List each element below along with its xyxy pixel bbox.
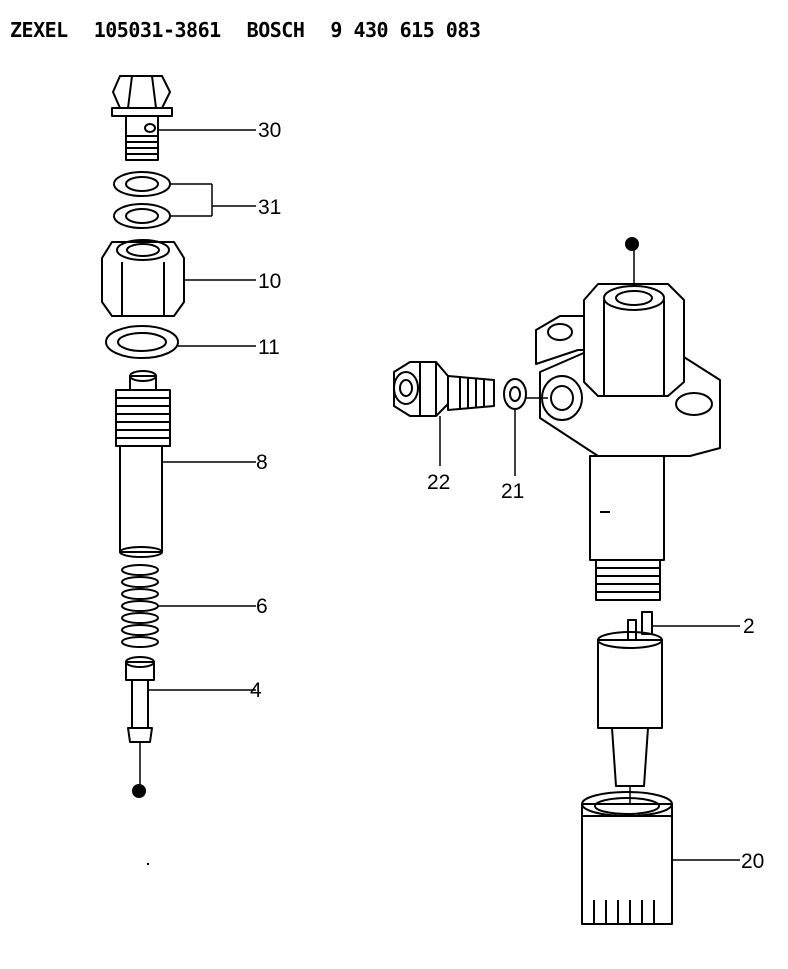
part-6-spring [121,564,159,648]
stray-dot [146,862,150,866]
maker-bosch: BOSCH [246,18,305,42]
reference-dot-top [625,237,639,251]
callout-6: 6 [256,595,268,618]
callout-22: 22 [427,471,450,494]
callout-10: 10 [258,270,281,293]
part-31-washers [113,171,171,229]
maker-zexel: ZEXEL [10,18,68,42]
part-11-gasket [105,325,179,359]
header: ZEXEL 105031-3861 BOSCH 9 430 615 083 [10,18,506,42]
part-30-banjo-bolt [111,75,173,161]
part-4-push-rod [125,656,155,743]
callout-11: 11 [258,336,280,359]
injector-body [535,283,721,601]
nozzle [597,631,663,787]
part-number-zexel: 105031-3861 [93,18,221,42]
part-21-washer [503,378,527,410]
callout-31: 31 [258,196,281,219]
part-8-holder-stem [115,370,171,558]
reference-dot-bottom [132,784,146,798]
callout-30: 30 [258,119,281,142]
part-10-nut [101,239,185,317]
callout-2: 2 [743,615,755,638]
part-22-inlet-connector [393,361,495,417]
callout-21: 21 [501,480,524,503]
callout-20: 20 [741,850,764,873]
part-20-nozzle-nut [581,791,673,925]
callout-8: 8 [256,451,268,474]
callout-4: 4 [250,679,262,702]
part-number-bosch: 9 430 615 083 [330,18,481,42]
leader-lines [148,129,740,861]
